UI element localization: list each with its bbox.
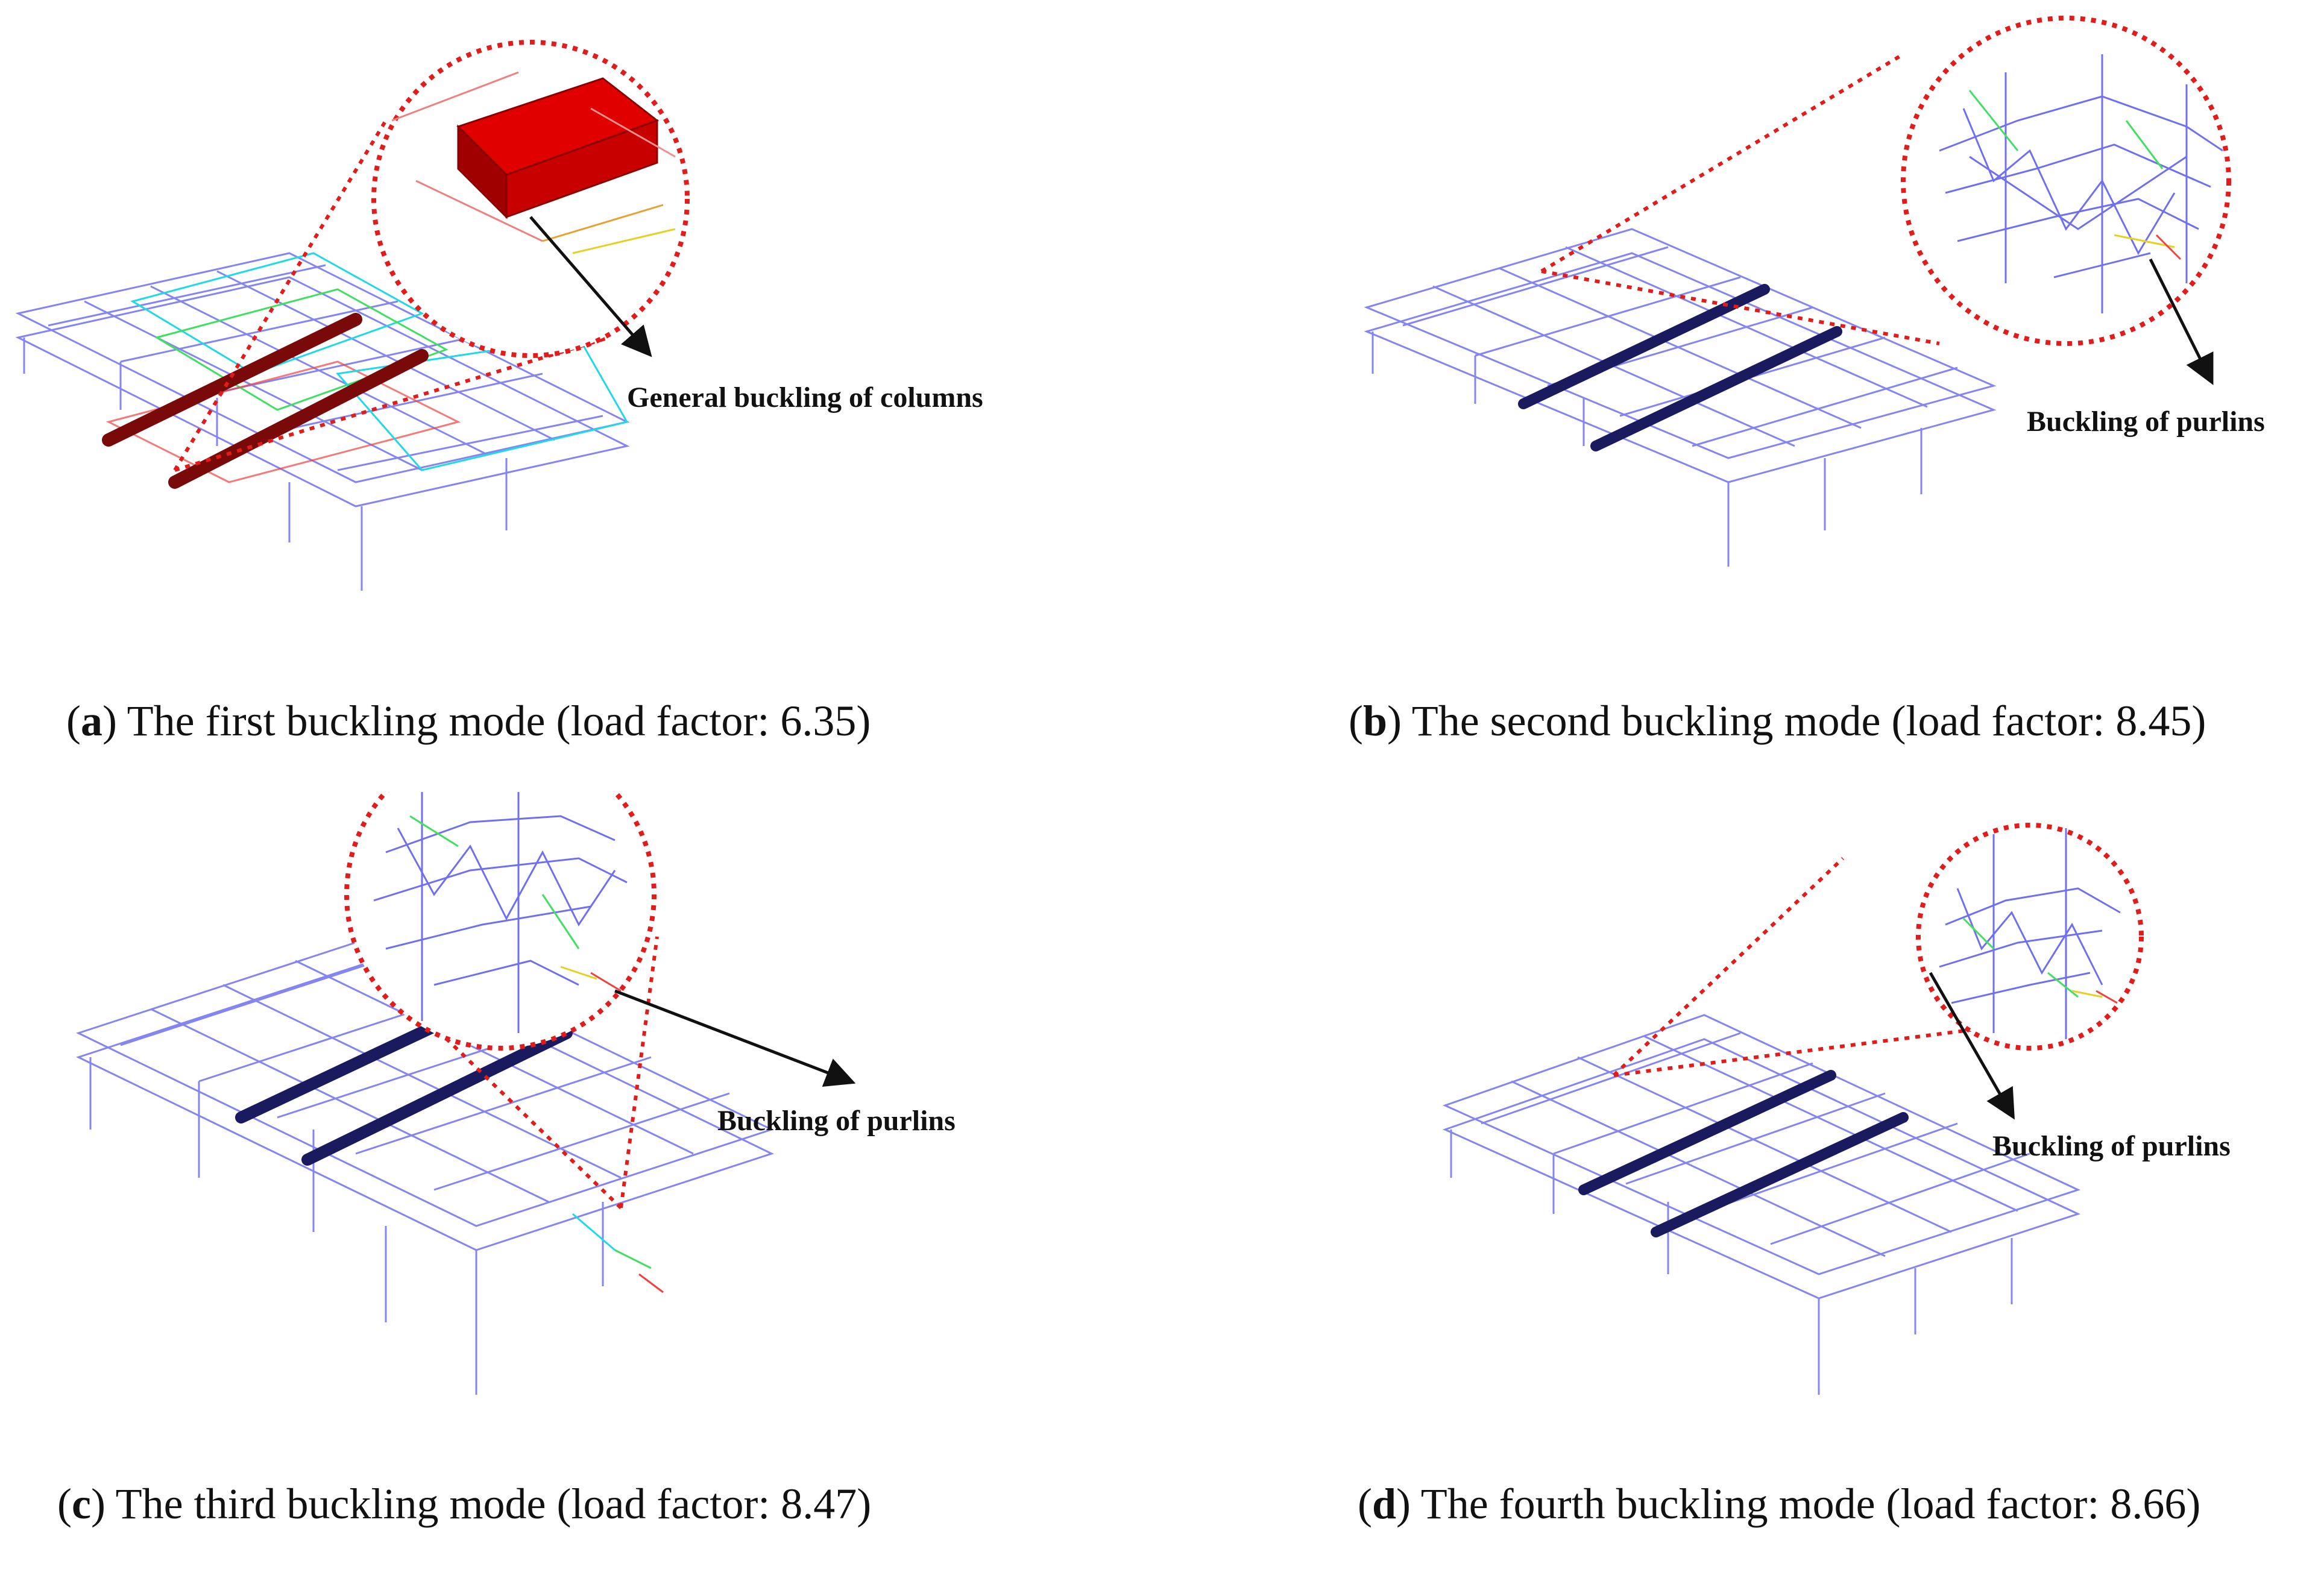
zoom-detail-a xyxy=(391,71,676,254)
caption-letter-d: d xyxy=(1371,1480,1397,1528)
caption-text-b: The second buckling mode (load factor: 8… xyxy=(1402,697,2206,745)
panel-b: Buckling of purlins (b) The second buckl… xyxy=(1162,0,2323,792)
panel-d-diagram xyxy=(1442,823,2144,1395)
highlighted-columns-a xyxy=(102,313,429,489)
caption-text-d: The fourth buckling mode (load factor: 8… xyxy=(1411,1480,2201,1528)
zoom-detail-c xyxy=(373,792,628,1033)
highlighted-purlins-d xyxy=(1578,1070,1909,1237)
zoom-circle-c xyxy=(344,792,657,1051)
zoom-detail-d xyxy=(1939,828,2121,1039)
panel-b-diagram xyxy=(1364,16,2231,567)
zoom-circle-d xyxy=(1916,823,2144,1051)
caption-text-c: The third buckling mode (load factor: 8.… xyxy=(105,1480,872,1528)
annotation-c: Buckling of purlins xyxy=(717,1105,956,1137)
deformation-c xyxy=(572,1213,664,1293)
annotation-a: General buckling of columns xyxy=(627,382,983,413)
panel-d: Buckling of purlins (d) The fourth buckl… xyxy=(1162,792,2323,1584)
pointer-arrow-a xyxy=(529,216,652,357)
pointer-arrow-d xyxy=(1929,972,2015,1120)
panel-c-diagram xyxy=(76,792,856,1395)
zoom-circle-b xyxy=(1901,16,2231,346)
panel-a: General buckling of columns (a) The firs… xyxy=(0,0,1162,792)
deformation-band-a xyxy=(105,252,629,483)
zoom-lines-a xyxy=(173,119,609,472)
caption-text-a: The first buckling mode (load factor: 6.… xyxy=(116,697,871,745)
zoom-lines-d xyxy=(1612,856,1994,1077)
caption-c: (c) The third buckling mode (load factor… xyxy=(57,1480,872,1528)
annotation-d: Buckling of purlins xyxy=(1992,1130,2231,1162)
caption-letter-c: c xyxy=(71,1480,91,1528)
annotation-b: Buckling of purlins xyxy=(2027,406,2265,438)
caption-a: (a) The first buckling mode (load factor… xyxy=(66,697,871,745)
caption-letter-a: a xyxy=(80,697,102,745)
zoom-lines-c xyxy=(420,936,659,1210)
zoom-lines-b xyxy=(1540,52,1940,345)
structure-mesh-d xyxy=(1442,1014,2081,1395)
caption-letter-b: b xyxy=(1362,697,1388,745)
pointer-arrow-c xyxy=(614,989,856,1087)
structure-mesh-b xyxy=(1364,228,1997,567)
caption-d: (d) The fourth buckling mode (load facto… xyxy=(1358,1480,2201,1528)
zoom-detail-b xyxy=(1939,54,2223,313)
panel-a-diagram xyxy=(15,40,690,591)
caption-b: (b) The second buckling mode (load facto… xyxy=(1349,697,2206,745)
pointer-arrow-b xyxy=(2149,258,2214,385)
panel-c: Buckling of purlins (c) The third buckli… xyxy=(0,792,1162,1584)
structure-mesh-a xyxy=(15,252,630,591)
highlighted-purlins-b xyxy=(1518,284,1842,451)
